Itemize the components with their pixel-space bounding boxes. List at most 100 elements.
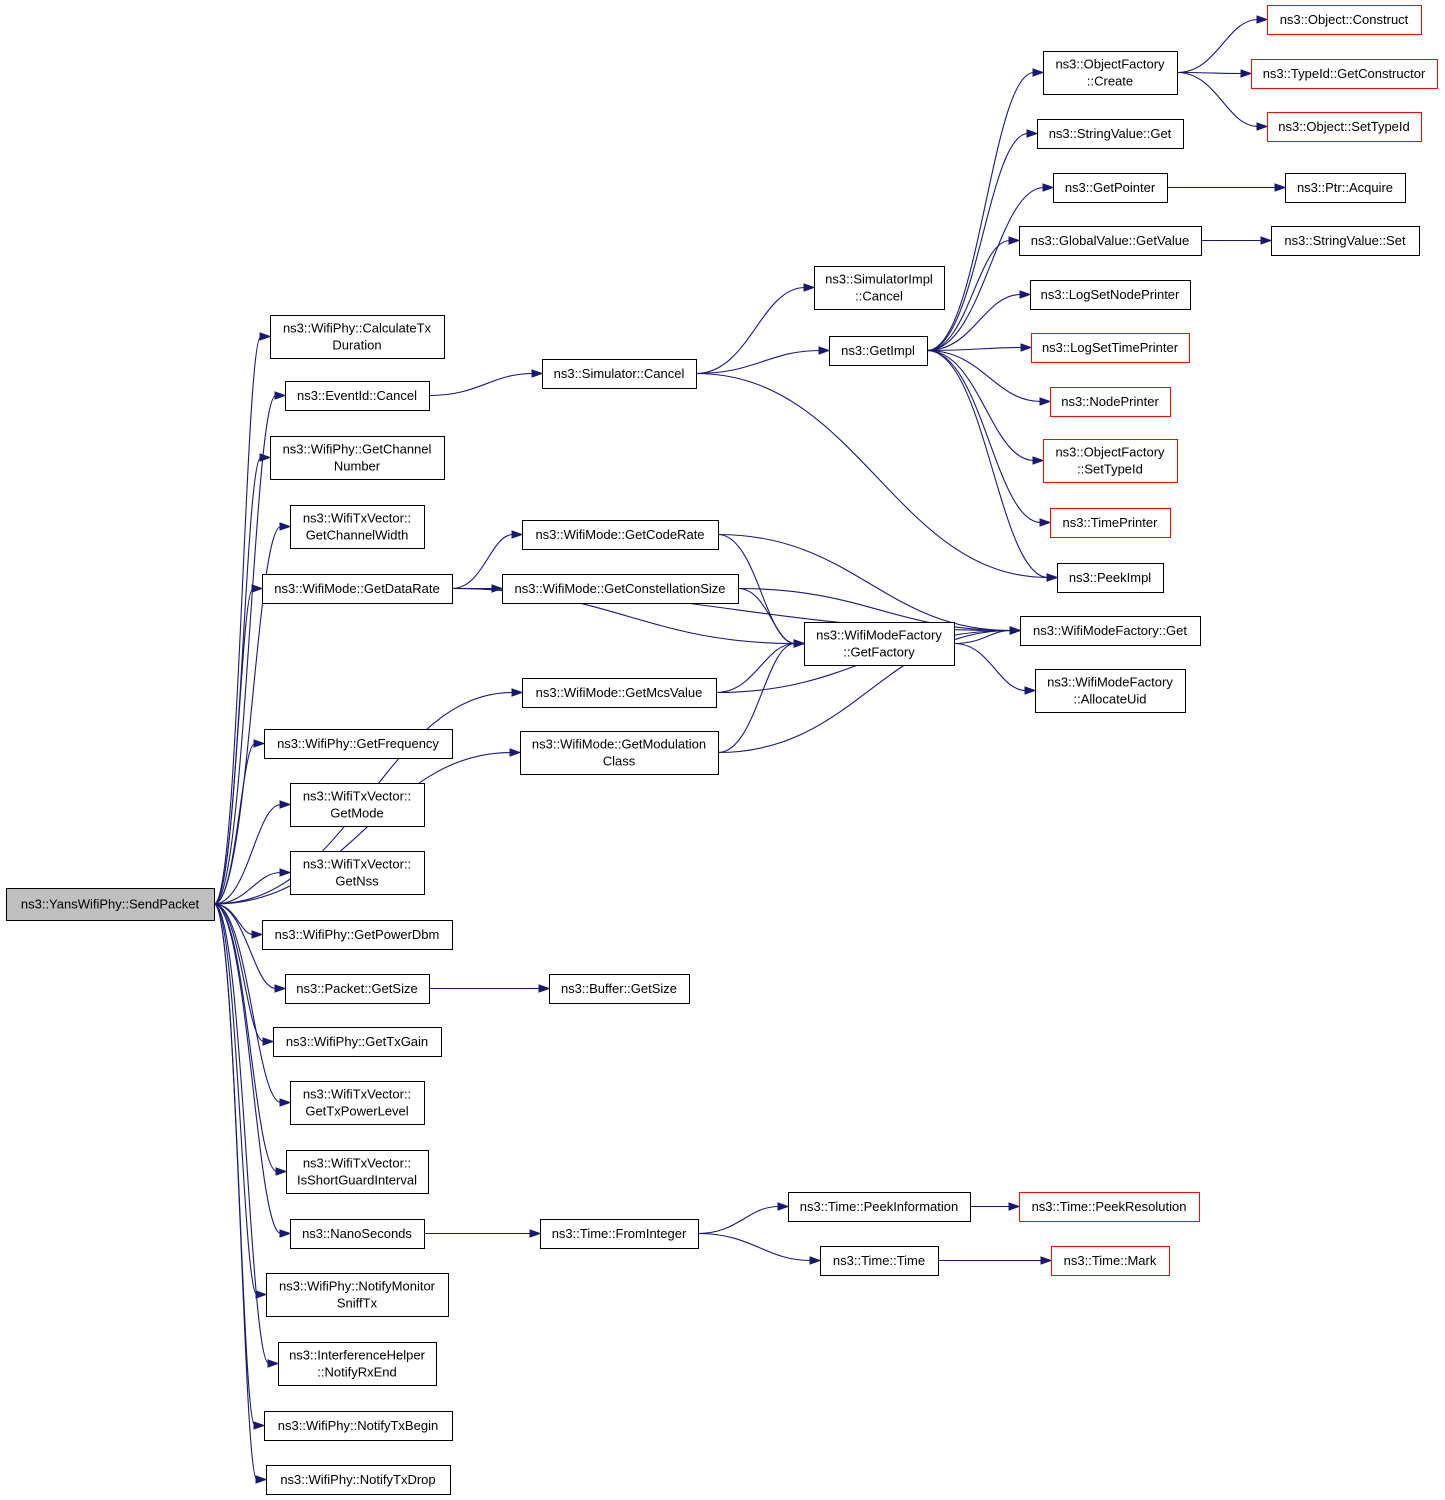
- node-box[interactable]: [264, 729, 453, 759]
- node-box[interactable]: [286, 1150, 429, 1194]
- node-getptr[interactable]: ns3::GetPointer: [1053, 173, 1168, 203]
- node-pktsize[interactable]: ns3::Packet::GetSize: [285, 974, 430, 1004]
- node-fromint[interactable]: ns3::Time::FromInteger: [540, 1219, 699, 1249]
- node-txbegin[interactable]: ns3::WifiPhy::NotifyTxBegin: [264, 1411, 453, 1441]
- node-allocuid[interactable]: ns3::WifiModeFactory::AllocateUid: [1035, 669, 1186, 713]
- node-peekinfo[interactable]: ns3::Time::PeekInformation: [788, 1192, 971, 1222]
- node-box[interactable]: [1019, 1192, 1200, 1222]
- node-getfactory[interactable]: ns3::WifiModeFactory::GetFactory: [804, 622, 955, 666]
- node-ihrxend[interactable]: ns3::InterferenceHelper::NotifyRxEnd: [278, 1342, 437, 1386]
- node-box[interactable]: [1267, 112, 1422, 142]
- node-peekimpl[interactable]: ns3::PeekImpl: [1057, 563, 1164, 593]
- node-box[interactable]: [1019, 226, 1202, 256]
- node-nanos[interactable]: ns3::NanoSeconds: [290, 1219, 425, 1249]
- node-box[interactable]: [520, 731, 719, 775]
- node-txdrop[interactable]: ns3::WifiPhy::NotifyTxDrop: [266, 1465, 451, 1495]
- node-box[interactable]: [522, 520, 719, 550]
- node-box[interactable]: [820, 1246, 939, 1276]
- node-box[interactable]: [262, 920, 453, 950]
- node-box[interactable]: [278, 1342, 437, 1386]
- node-sgi[interactable]: ns3::WifiTxVector::IsShortGuardInterval: [286, 1150, 429, 1194]
- node-box[interactable]: [1043, 439, 1178, 483]
- node-objconstruct[interactable]: ns3::Object::Construct: [1267, 5, 1422, 35]
- node-box[interactable]: [1285, 173, 1406, 203]
- node-getpow[interactable]: ns3::WifiPhy::GetPowerDbm: [262, 920, 453, 950]
- node-box[interactable]: [290, 505, 425, 549]
- node-box[interactable]: [1037, 119, 1184, 149]
- node-box[interactable]: [1043, 51, 1178, 95]
- node-box[interactable]: [1035, 669, 1186, 713]
- node-objsettid[interactable]: ns3::Object::SetTypeId: [1267, 112, 1422, 142]
- node-getdr[interactable]: ns3::WifiMode::GetDataRate: [262, 574, 453, 604]
- node-box[interactable]: [542, 359, 697, 389]
- node-box[interactable]: [1050, 508, 1171, 538]
- node-box[interactable]: [549, 974, 690, 1004]
- node-txpl[interactable]: ns3::WifiTxVector::GetTxPowerLevel: [290, 1081, 425, 1125]
- node-simimplcancel[interactable]: ns3::SimulatorImpl::Cancel: [814, 266, 945, 310]
- node-box[interactable]: [262, 574, 453, 604]
- node-box[interactable]: [270, 315, 445, 359]
- node-box[interactable]: [814, 266, 945, 310]
- node-wmfget[interactable]: ns3::WifiModeFactory::Get: [1020, 616, 1201, 646]
- node-mcs[interactable]: ns3::WifiMode::GetMcsValue: [522, 678, 717, 708]
- node-simcancel[interactable]: ns3::Simulator::Cancel: [542, 359, 697, 389]
- node-box[interactable]: [273, 1027, 442, 1057]
- node-box[interactable]: [6, 888, 215, 921]
- node-tidgetctor[interactable]: ns3::TypeId::GetConstructor: [1251, 59, 1438, 89]
- node-nodeprinter[interactable]: ns3::NodePrinter: [1050, 387, 1171, 417]
- node-box[interactable]: [829, 336, 928, 366]
- node-box[interactable]: [266, 1465, 451, 1495]
- node-timemark[interactable]: ns3::Time::Mark: [1051, 1246, 1170, 1276]
- node-txgain[interactable]: ns3::WifiPhy::GetTxGain: [273, 1027, 442, 1057]
- node-box[interactable]: [1031, 333, 1190, 363]
- node-timetime[interactable]: ns3::Time::Time: [820, 1246, 939, 1276]
- node-box[interactable]: [1050, 387, 1171, 417]
- node-ofcreate[interactable]: ns3::ObjectFactory::Create: [1043, 51, 1178, 95]
- node-box[interactable]: [266, 1273, 449, 1317]
- node-strset[interactable]: ns3::StringValue::Set: [1271, 226, 1420, 256]
- node-logtime[interactable]: ns3::LogSetTimePrinter: [1031, 333, 1190, 363]
- node-lognode[interactable]: ns3::LogSetNodePrinter: [1030, 280, 1191, 310]
- node-box[interactable]: [1053, 173, 1168, 203]
- node-getfreq[interactable]: ns3::WifiPhy::GetFrequency: [264, 729, 453, 759]
- node-bufsize[interactable]: ns3::Buffer::GetSize: [549, 974, 690, 1004]
- node-constsize[interactable]: ns3::WifiMode::GetConstellationSize: [502, 574, 739, 604]
- node-evcancel[interactable]: ns3::EventId::Cancel: [285, 381, 430, 411]
- node-getchw[interactable]: ns3::WifiTxVector::GetChannelWidth: [290, 505, 425, 549]
- node-strget[interactable]: ns3::StringValue::Get: [1037, 119, 1184, 149]
- node-getmode[interactable]: ns3::WifiTxVector::GetMode: [290, 783, 425, 827]
- node-box[interactable]: [285, 974, 430, 1004]
- node-box[interactable]: [804, 622, 955, 666]
- node-getnss[interactable]: ns3::WifiTxVector::GetNss: [290, 851, 425, 895]
- node-ptracquire[interactable]: ns3::Ptr::Acquire: [1285, 173, 1406, 203]
- node-box[interactable]: [1267, 5, 1422, 35]
- node-gvget[interactable]: ns3::GlobalValue::GetValue: [1019, 226, 1202, 256]
- node-box[interactable]: [285, 381, 430, 411]
- node-getimpl[interactable]: ns3::GetImpl: [829, 336, 928, 366]
- node-box[interactable]: [270, 436, 445, 480]
- node-box[interactable]: [1271, 226, 1420, 256]
- node-coderate[interactable]: ns3::WifiMode::GetCodeRate: [522, 520, 719, 550]
- node-peekres[interactable]: ns3::Time::PeekResolution: [1019, 1192, 1200, 1222]
- node-box[interactable]: [290, 783, 425, 827]
- node-box[interactable]: [1251, 59, 1438, 89]
- node-box[interactable]: [1020, 616, 1201, 646]
- node-box[interactable]: [788, 1192, 971, 1222]
- node-box[interactable]: [1051, 1246, 1170, 1276]
- node-box[interactable]: [1030, 280, 1191, 310]
- node-box[interactable]: [290, 851, 425, 895]
- node-box[interactable]: [290, 1081, 425, 1125]
- node-box[interactable]: [540, 1219, 699, 1249]
- node-box[interactable]: [502, 574, 739, 604]
- node-box[interactable]: [264, 1411, 453, 1441]
- node-box[interactable]: [290, 1219, 425, 1249]
- node-timeprinter[interactable]: ns3::TimePrinter: [1050, 508, 1171, 538]
- node-ofsettid[interactable]: ns3::ObjectFactory::SetTypeId: [1043, 439, 1178, 483]
- node-send[interactable]: ns3::YansWifiPhy::SendPacket: [6, 888, 215, 921]
- node-box[interactable]: [522, 678, 717, 708]
- node-box[interactable]: [1057, 563, 1164, 593]
